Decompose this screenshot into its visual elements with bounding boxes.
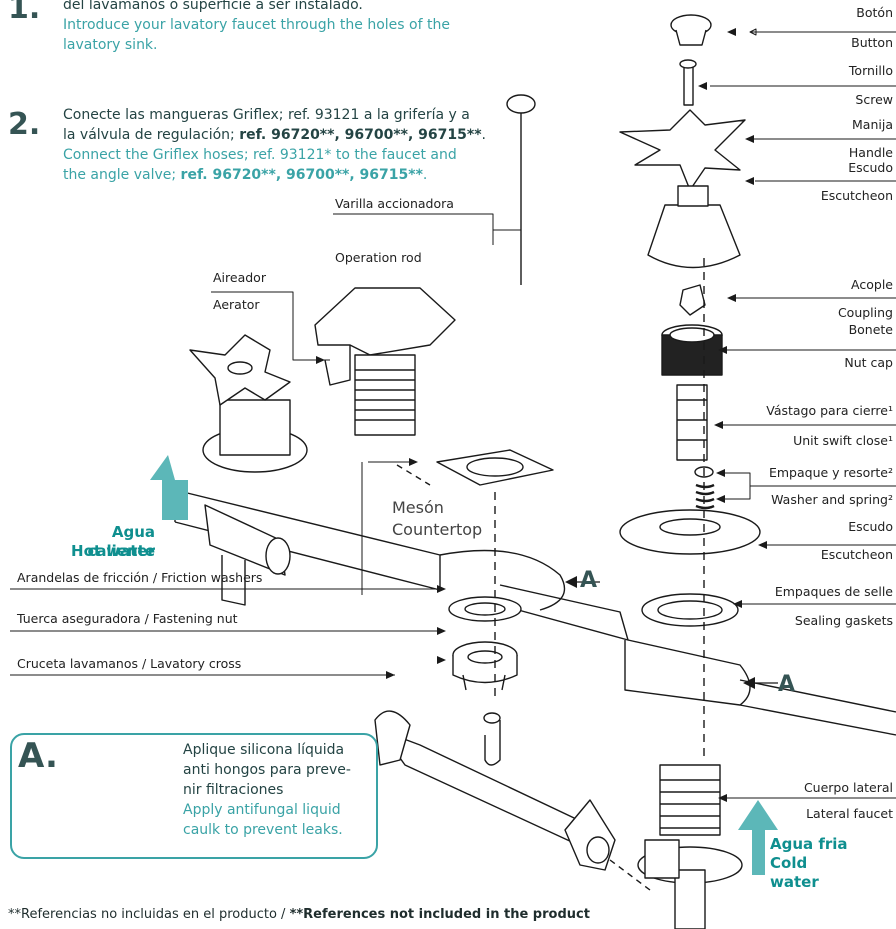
step-2-text-es-2: la válvula de regulación; ref. 96720**, … (63, 127, 486, 143)
cold-water-es: Agua fria (770, 835, 848, 853)
label-gaskets-es: Empaques de selle (774, 584, 893, 599)
note-box (10, 733, 378, 859)
step-2-text-es-1: Conecte las mangueras Griflex; ref. 9312… (63, 107, 470, 123)
label-stem-en: Unit swift close¹ (793, 433, 893, 448)
note-es-2: anti hongos para preve- (183, 762, 351, 778)
note-box-letter: A. (18, 736, 58, 776)
step-2-text-en-2: the angle valve; ref. 96720**, 96700**, … (63, 167, 428, 183)
footer-note: **Referencias no incluidas en el product… (8, 907, 590, 922)
step-1-text-es: del lavamanos o superficie a ser instala… (63, 0, 363, 13)
label-screw-en: Screw (855, 92, 893, 107)
label-countertop-es: Mesón (392, 498, 444, 517)
label-nutcap-en: Nut cap (844, 355, 893, 370)
marker-a-2: A (778, 672, 796, 697)
label-aerator-en: Aerator (213, 297, 260, 312)
hot-water-arrow-icon (150, 455, 188, 520)
note-es-3: nir filtraciones (183, 782, 284, 798)
label-coupling-es: Acople (851, 277, 893, 292)
step-2-text-en-1: Connect the Griflex hoses; ref. 93121* t… (63, 147, 457, 163)
label-escutcheon-low-en: Escutcheon (820, 547, 893, 562)
label-button-es: Botón (856, 5, 893, 20)
label-gaskets-en: Sealing gaskets (794, 613, 893, 628)
label-escutcheon-low-es: Escudo (848, 519, 893, 534)
label-washer-es: Empaque y resorte² (768, 465, 893, 480)
label-coupling-en: Coupling (837, 305, 893, 320)
cold-water-en: Cold water (770, 854, 819, 891)
label-nutcap-es: Bonete (848, 322, 893, 337)
label-rod-en: Operation rod (335, 250, 422, 265)
step-1-text-en-1: Introduce your lavatory faucet through t… (63, 17, 450, 33)
label-aerator-es: Aireador (213, 270, 266, 285)
marker-a-1: A (580, 568, 598, 593)
label-escutcheon-top-es: Escudo (848, 160, 893, 175)
label-countertop-en: Countertop (392, 520, 483, 539)
note-en-2: caulk to prevent leaks. (183, 822, 343, 838)
label-escutcheon-top-en: Escutcheon (820, 188, 893, 203)
label-lateral-es: Cuerpo lateral (803, 780, 893, 795)
label-handle-en: Handle (848, 145, 893, 160)
note-en-1: Apply antifungal liquid (183, 802, 341, 818)
hot-water-en: Hot water (71, 542, 155, 560)
label-friction-washers: Arandelas de fricción / Friction washers (17, 570, 263, 585)
note-es-1: Aplique silicona líquida (183, 742, 345, 758)
step-2-number: 2. (8, 107, 41, 142)
step-1-text-en-2: lavatory sink. (63, 37, 158, 53)
label-washer-en: Washer and spring² (771, 492, 893, 507)
label-stem-es: Vástago para cierre¹ (766, 403, 893, 418)
label-lavatory-cross: Cruceta lavamanos / Lavatory cross (17, 656, 242, 671)
label-screw-es: Tornillo (848, 63, 893, 78)
cold-water-arrow-icon (738, 800, 778, 875)
label-lateral-en: Lateral faucet (806, 806, 893, 821)
label-rod-es: Varilla accionadora (335, 196, 454, 211)
label-handle-es: Manija (852, 117, 893, 132)
hot-water-es: Agua caliente (87, 523, 156, 560)
label-fastening-nut: Tuerca aseguradora / Fastening nut (17, 611, 238, 626)
step-1-number: 1. (8, 0, 41, 26)
label-button-en: Button (851, 35, 893, 50)
